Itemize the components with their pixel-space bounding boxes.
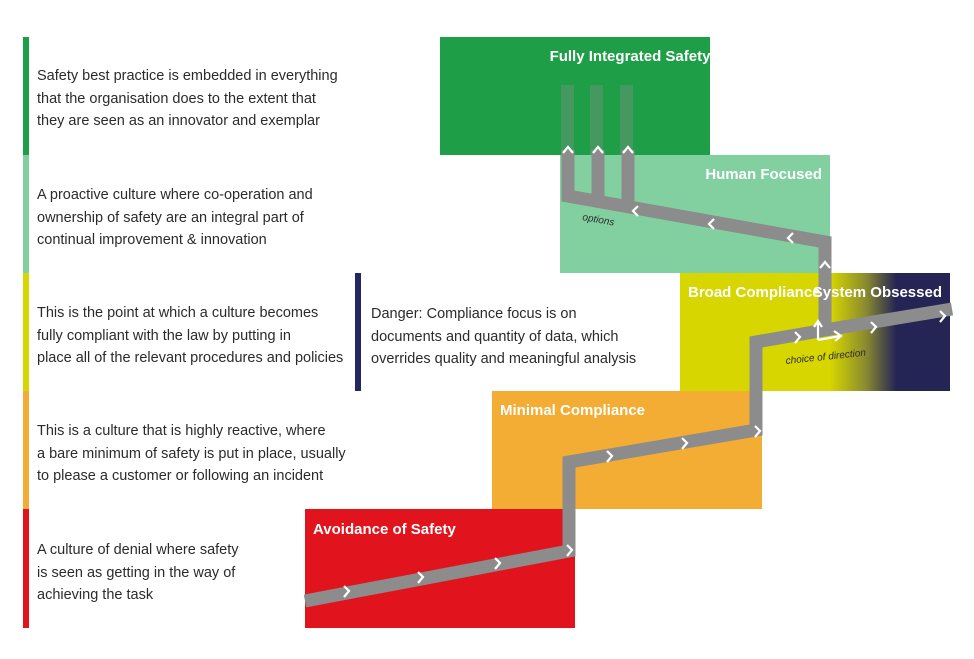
desc-line: ownership of safety are an integral part… xyxy=(37,209,304,226)
desc-line: fully compliant with the law by putting … xyxy=(37,327,291,344)
choice-of-direction-marker xyxy=(813,319,843,342)
desc-line: place all of the relevant procedures and… xyxy=(37,350,344,366)
bar-minimal-compliance xyxy=(23,391,29,509)
desc-line: they are seen as an innovator and exempl… xyxy=(37,113,320,129)
danger-bar xyxy=(355,273,361,391)
desc-line: Safety best practice is embedded in ever… xyxy=(37,68,338,84)
block-avoidance xyxy=(305,509,575,628)
desc-line: achieving the task xyxy=(37,587,154,603)
desc-line: a bare minimum of safety is put in place… xyxy=(37,445,346,462)
level-human-focused: Human Focused xyxy=(705,166,822,183)
bar-avoidance xyxy=(23,509,29,628)
description-avoidance: A culture of denial where safety is seen… xyxy=(37,539,357,607)
desc-line: A culture of denial where safety xyxy=(37,542,239,558)
desc-line: continual improvement & innovation xyxy=(37,232,267,248)
desc-line: This is the point at which a culture bec… xyxy=(37,305,319,321)
desc-line: This is a culture that is highly reactiv… xyxy=(37,423,326,439)
description-human-focused: A proactive culture where co-operation a… xyxy=(37,184,357,252)
desc-line: is seen as getting in the way of xyxy=(37,564,236,581)
level-system-obsessed: System Obsessed xyxy=(813,284,942,301)
desc-line: to please a customer or following an inc… xyxy=(37,468,324,484)
desc-line: that the organisation does to the extent… xyxy=(37,90,316,107)
description-broad-compliance: This is the point at which a culture bec… xyxy=(37,302,357,370)
option-lane-fade xyxy=(590,85,603,155)
danger-line: overrides quality and meaningful analysi… xyxy=(371,351,637,367)
level-broad-compliance: Broad Compliance xyxy=(688,284,821,301)
bar-human-focused xyxy=(23,155,29,273)
block-fully-integrated xyxy=(440,37,710,155)
description-fully-integrated: Safety best practice is embedded in ever… xyxy=(37,65,357,133)
desc-line: A proactive culture where co-operation a… xyxy=(37,187,313,203)
description-minimal-compliance: This is a culture that is highly reactiv… xyxy=(37,420,357,488)
option-lane-fade xyxy=(620,85,633,155)
path-chevrons xyxy=(343,145,947,598)
option-lane-fade xyxy=(561,85,574,155)
level-fully-integrated: Fully Integrated Safety xyxy=(550,48,712,65)
bar-fully-integrated xyxy=(23,37,29,155)
level-avoidance: Avoidance of Safety xyxy=(313,521,456,538)
bar-broad-compliance xyxy=(23,273,29,391)
danger-line: Danger: Compliance focus is on xyxy=(371,306,577,322)
danger-note: Danger: Compliance focus is on documents… xyxy=(371,303,671,371)
level-minimal-compliance: Minimal Compliance xyxy=(500,402,645,419)
danger-line: documents and quantity of data, which xyxy=(371,328,619,345)
progress-path xyxy=(303,150,954,608)
